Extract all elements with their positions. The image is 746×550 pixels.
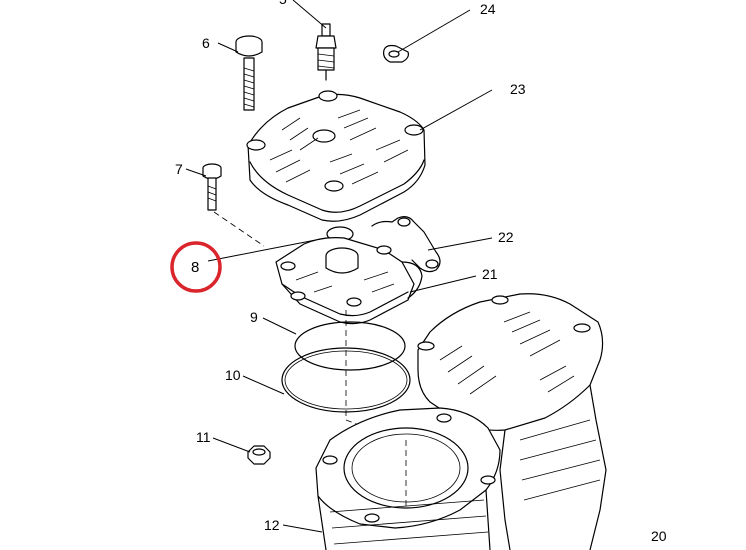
label-23: 23 [510,81,526,97]
part-20-cylinder-assembly [315,293,607,550]
label-24: 24 [480,1,496,17]
label-8: 8 [191,259,199,276]
label-22: 22 [498,229,514,245]
assembly-centerline [345,310,401,441]
assembly-line-7 [213,211,265,247]
callout-lines [185,0,493,533]
label-21: 21 [482,266,498,282]
label-7: 7 [175,161,183,177]
part-7-short-bolt [202,163,222,211]
part-11-nut [247,445,271,465]
part-9-o-ring [294,321,406,371]
label-10: 10 [225,367,241,383]
label-12: 12 [264,517,280,533]
highlight-circle-8 [170,241,222,293]
part-23-head-cover [246,90,426,222]
label-9: 9 [250,309,258,325]
part-22-gasket [371,216,441,273]
part-21-housing [275,237,423,325]
label-6: 6 [202,35,210,51]
part-6-long-bolt [235,35,263,111]
label-11: 11 [196,429,211,445]
part-5-spark-plug [315,23,337,81]
label-20: 20 [651,528,667,544]
part-labels: 5 6 24 23 7 8 22 21 9 10 11 12 20 [175,0,667,544]
label-5: 5 [279,0,287,7]
